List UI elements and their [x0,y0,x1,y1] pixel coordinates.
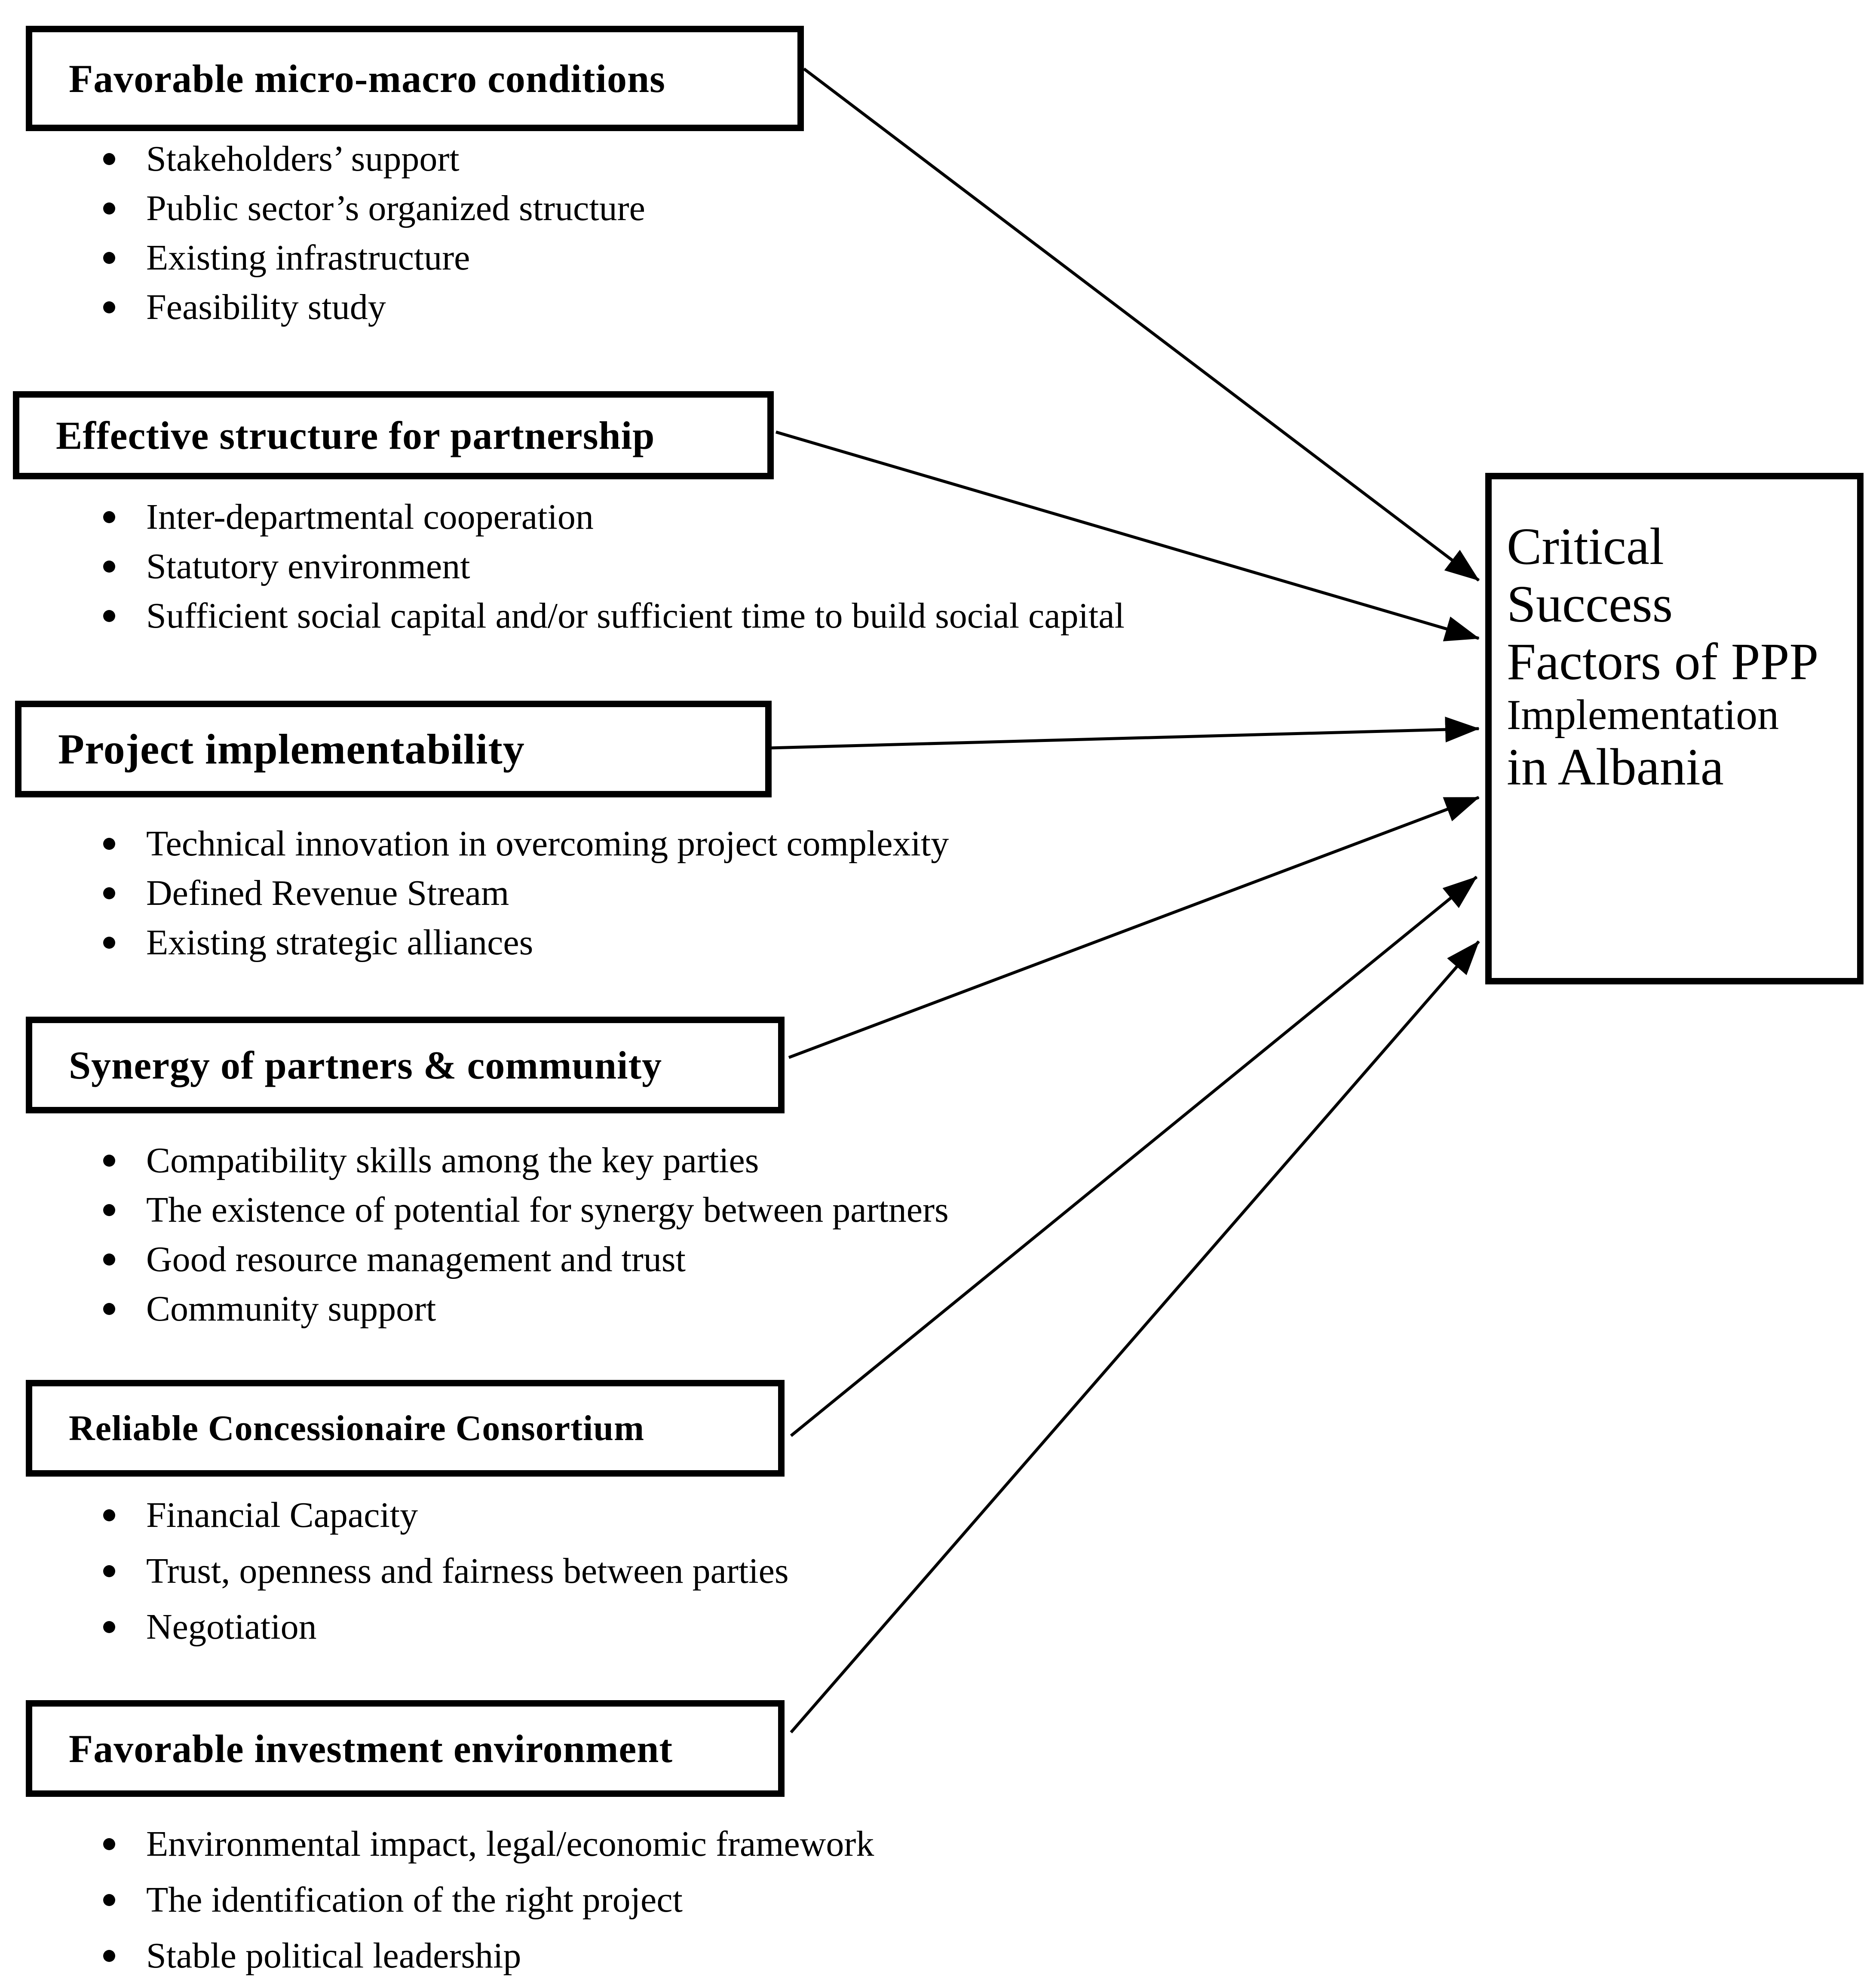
factor-item: Existing strategic alliances [0,918,949,967]
bullet-icon [103,202,115,215]
factor-item-text: Financial Capacity [146,1495,418,1535]
factor-item-text: The existence of potential for synergy b… [146,1190,949,1230]
factor-box-reliable-concessionaire-consortium: Reliable Concessionaire Consortium [26,1380,785,1477]
bullet-icon [103,1565,115,1577]
arrow-reliable-concessionaire-consortium [790,876,1478,1437]
factor-item-text: Inter-departmental cooperation [146,497,594,537]
factor-items-synergy-of-partners-community: Compatibility skills among the key parti… [0,1136,949,1333]
factor-item: Compatibility skills among the key parti… [0,1136,949,1185]
factor-item-text: Existing infrastructure [146,238,470,278]
factor-item: Stakeholders’ support [0,134,645,184]
bullet-icon [103,1303,115,1315]
bullet-icon [103,610,115,622]
factor-item-text: Existing strategic alliances [146,923,533,962]
factor-item-text: Public sector’s organized structure [146,188,645,228]
arrow-project-implementability [769,717,1480,750]
target-title-line: Factors of PPP [1507,633,1819,691]
bullet-icon [103,301,115,313]
factor-item-text: Technical innovation in overcoming proje… [146,824,949,864]
factor-item: Negotiation [0,1599,789,1655]
bullet-icon [103,251,115,264]
factor-title: Effective structure for partnership [56,413,655,457]
bullet-icon [103,1204,115,1216]
target-title-line: Implementation [1507,690,1779,739]
bullet-icon [103,1253,115,1266]
factor-item: The existence of potential for synergy b… [0,1185,949,1235]
target-title-line: Success [1507,575,1673,634]
factor-item-text: Community support [146,1289,436,1329]
factor-box-project-implementability: Project implementability [15,701,772,797]
factor-item: Existing infrastructure [0,233,645,282]
factor-item: Stable political leadership [0,1928,874,1983]
factor-item-text: Stakeholders’ support [146,139,460,179]
target-title-line: in Albania [1507,738,1724,796]
factor-item: Public sector’s organized structure [0,184,645,233]
bullet-icon [103,511,115,523]
factor-item: Trust, openness and fairness between par… [0,1543,789,1599]
arrow-synergy-of-partners-community [788,796,1480,1059]
factor-box-favorable-micro-macro-conditions: Favorable micro-macro conditions [26,26,804,131]
factor-items-favorable-investment-environment: Environmental impact, legal/economic fra… [0,1816,874,1983]
factor-title: Reliable Concessionaire Consortium [69,1408,645,1448]
factor-item: Defined Revenue Stream [0,868,949,918]
factor-item-text: Stable political leadership [146,1936,521,1976]
factor-item: Statutory environment [0,542,1125,591]
arrow-effective-structure-for-partnership [776,430,1480,641]
factor-title: Favorable investment environment [69,1726,673,1771]
target-title-line: Critical [1507,518,1664,576]
factor-item-text: Negotiation [146,1607,317,1647]
factor-item: Environmental impact, legal/economic fra… [0,1816,874,1872]
factor-title: Synergy of partners & community [69,1043,662,1087]
factor-item-text: Feasibility study [146,287,386,327]
bullet-icon [103,936,115,949]
factor-title: Project implementability [58,725,525,773]
factor-item: Sufficient social capital and/or suffici… [0,591,1125,641]
factor-box-favorable-investment-environment: Favorable investment environment [26,1700,785,1797]
bullet-icon [103,1154,115,1167]
target-box-critical-success-factors: Critical Success Factors of PPP Implemen… [1485,473,1864,984]
factor-items-favorable-micro-macro-conditions: Stakeholders’ support Public sector’s or… [0,134,645,332]
factor-items-project-implementability: Technical innovation in overcoming proje… [0,819,949,967]
factor-item: Financial Capacity [0,1487,789,1543]
arrow-favorable-micro-macro-conditions [803,67,1480,582]
factor-title: Favorable micro-macro conditions [69,56,665,101]
factor-item: Feasibility study [0,282,645,332]
factor-box-effective-structure-for-partnership: Effective structure for partnership [13,391,774,479]
bullet-icon [103,1509,115,1521]
bullet-icon [103,1950,115,1962]
factor-item-text: Trust, openness and fairness between par… [146,1551,789,1591]
factor-item-text: The identification of the right project [146,1880,683,1920]
factor-item: Community support [0,1284,949,1333]
factor-item: Technical innovation in overcoming proje… [0,819,949,868]
factor-box-synergy-of-partners-community: Synergy of partners & community [26,1017,785,1113]
factor-item-text: Good resource management and trust [146,1239,686,1279]
factor-item: The identification of the right project [0,1872,874,1928]
factor-items-effective-structure-for-partnership: Inter-departmental cooperation Statutory… [0,492,1125,641]
factor-item: Good resource management and trust [0,1235,949,1284]
bullet-icon [103,837,115,850]
bullet-icon [103,1621,115,1633]
bullet-icon [103,1894,115,1906]
bullet-icon [103,153,115,165]
factor-item-text: Compatibility skills among the key parti… [146,1140,759,1180]
factor-item-text: Statutory environment [146,546,470,586]
arrow-favorable-investment-environment [790,940,1480,1734]
factor-item-text: Sufficient social capital and/or suffici… [146,596,1125,636]
bullet-icon [103,1838,115,1850]
bullet-icon [103,560,115,573]
factor-item-text: Defined Revenue Stream [146,873,509,913]
bullet-icon [103,887,115,899]
factor-item-text: Environmental impact, legal/economic fra… [146,1824,874,1864]
factor-item: Inter-departmental cooperation [0,492,1125,542]
factor-items-reliable-concessionaire-consortium: Financial Capacity Trust, openness and f… [0,1487,789,1655]
